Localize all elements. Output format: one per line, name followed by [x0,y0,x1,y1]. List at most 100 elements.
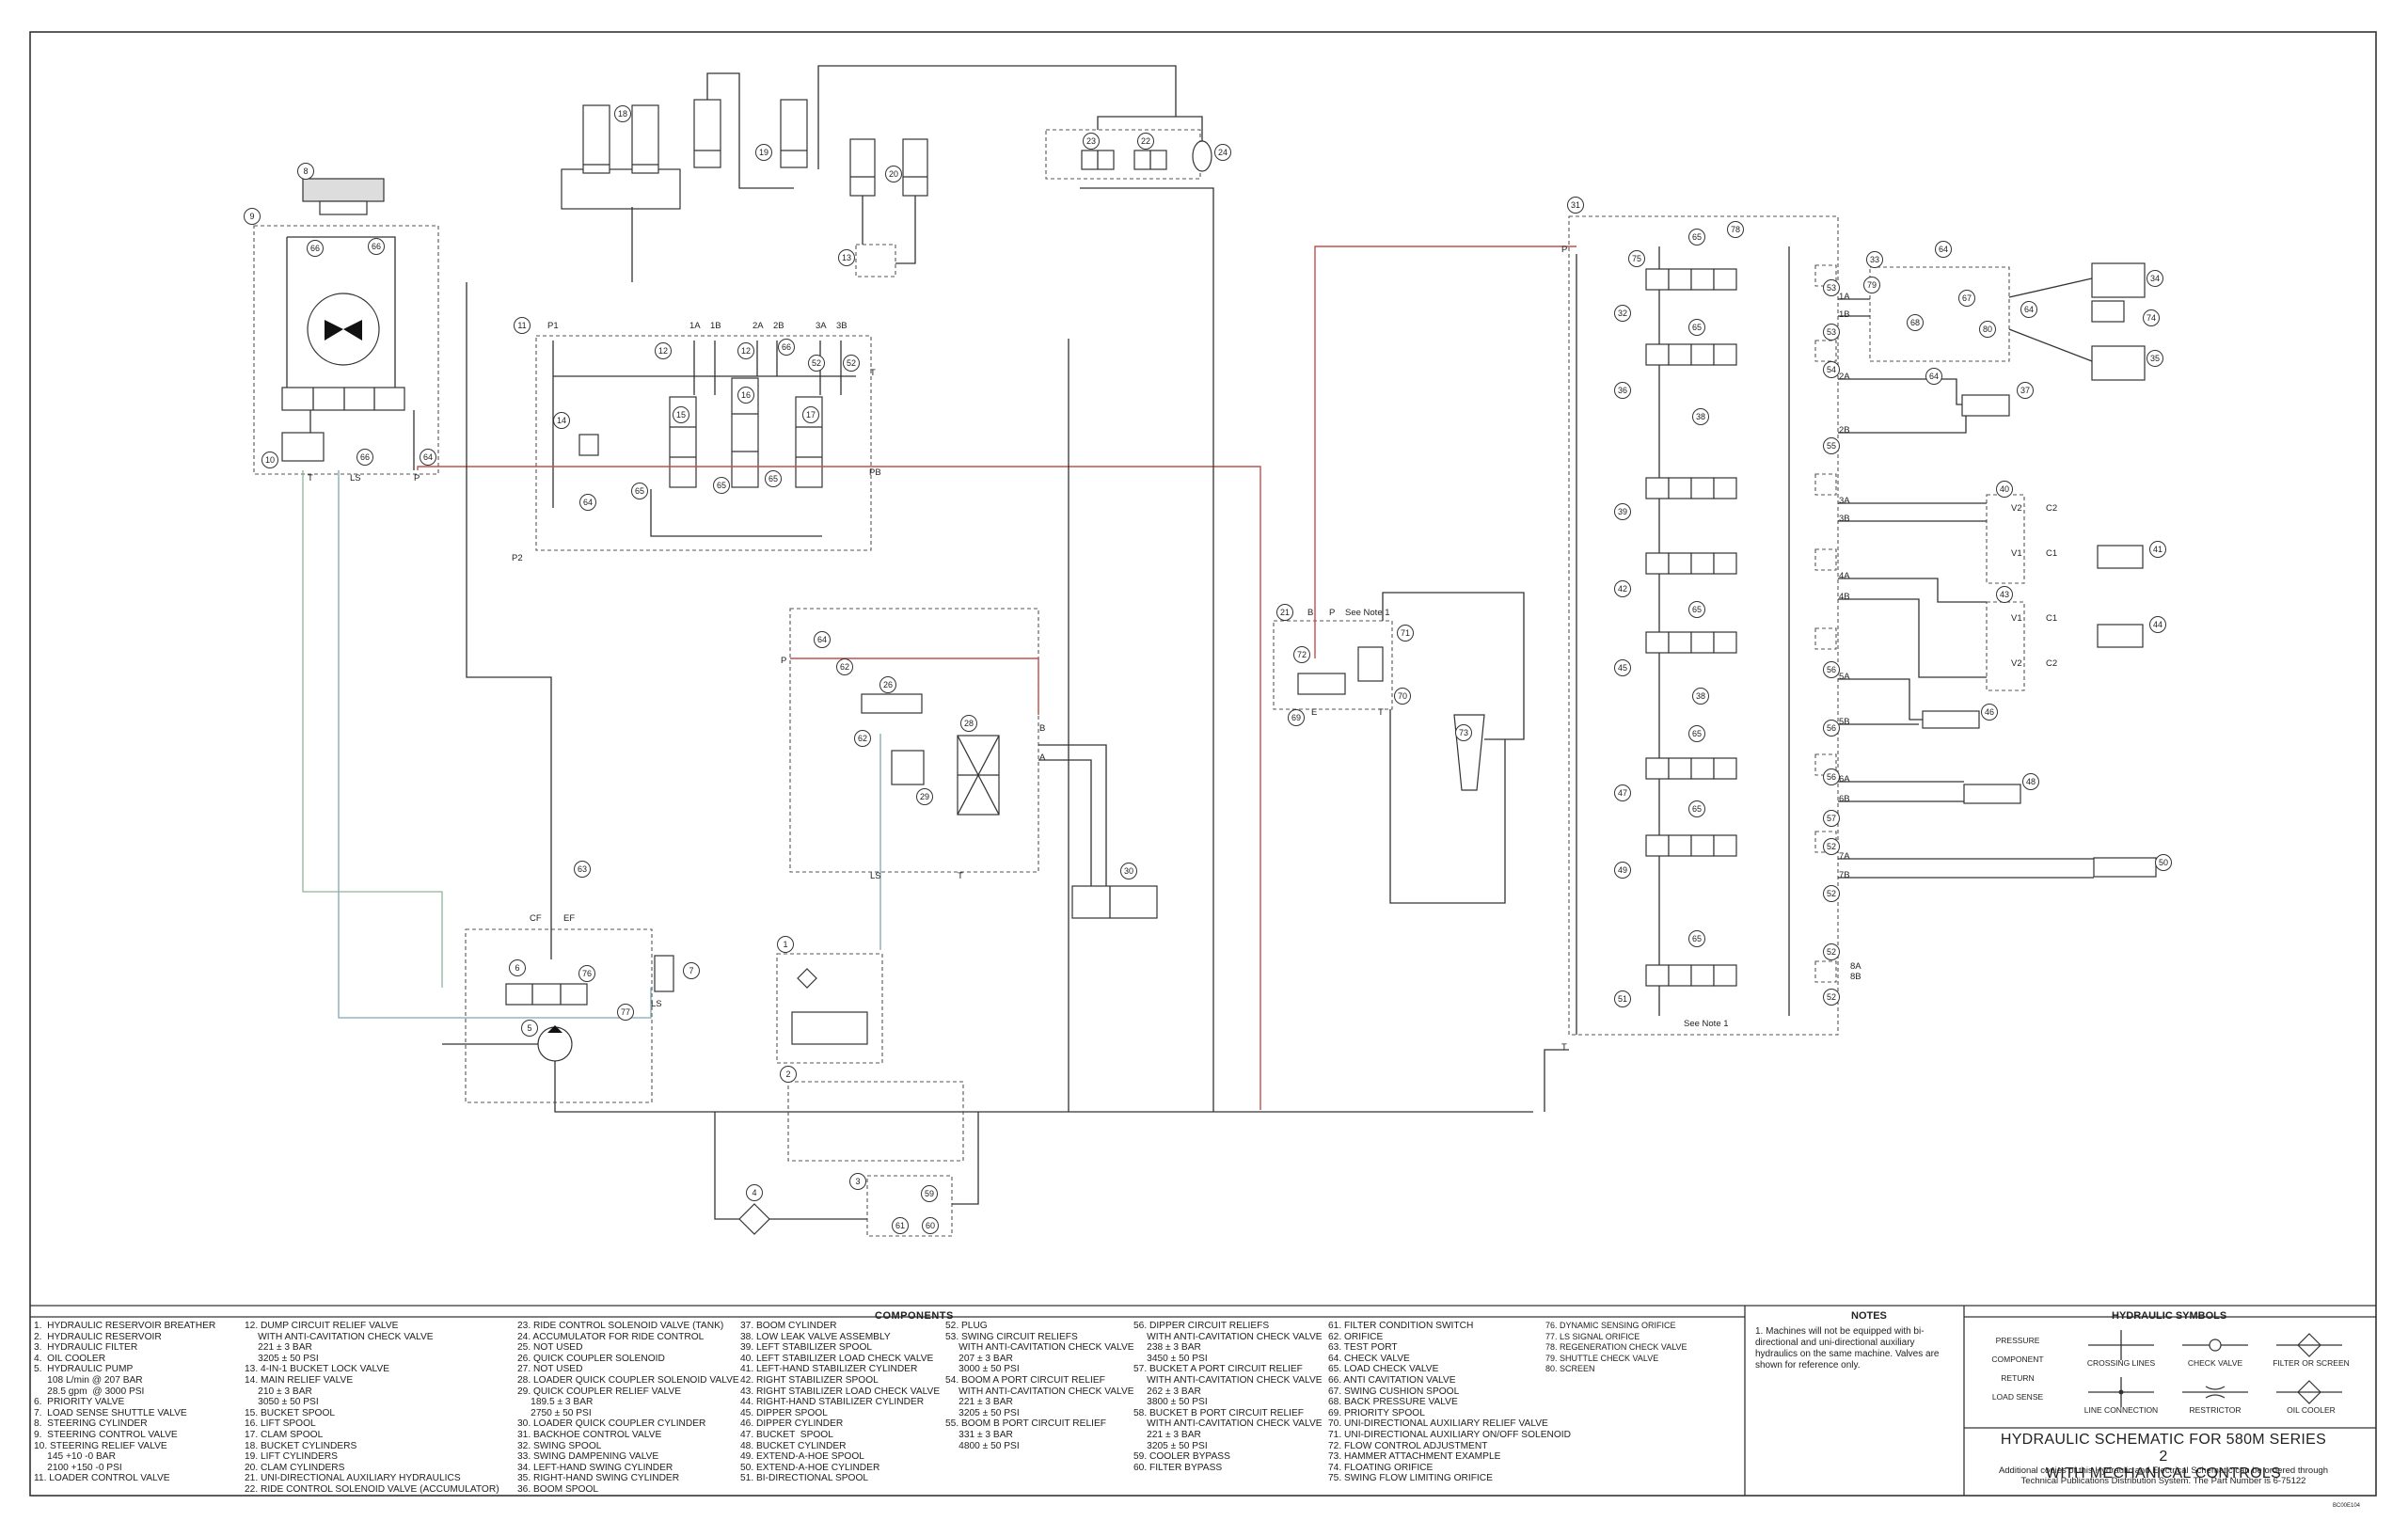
callout-number: 48 [2026,777,2036,786]
port-label: V1 [2011,548,2022,559]
callout-46: 46 [1981,704,1998,721]
backhoe-spool [1645,627,1837,654]
component-entry: WITH ANTI-CAVITATION CHECK VALVE [945,1386,1134,1397]
callout-79: 79 [1863,277,1880,293]
callout-65: 65 [1688,725,1705,742]
component-entry: WITH ANTI-CAVITATION CHECK VALVE [1133,1418,1323,1430]
callout-37: 37 [2017,382,2034,399]
callout-number: 8 [303,166,308,176]
callout-number: 78 [1731,225,1740,234]
callout-1: 1 [777,936,794,953]
component-entry: 28.5 gpm @ 3000 PSI [34,1386,145,1397]
callout-20: 20 [885,166,902,182]
component-entry: 29. QUICK COUPLER RELIEF VALVE [517,1386,681,1397]
backhoe-spool [1645,831,1837,857]
callout-number: 52 [1827,947,1836,957]
callout-number: 65 [635,486,644,496]
callout-number: 79 [1867,280,1877,290]
port-label: 1A [689,321,701,331]
component-entry: WITH ANTI-CAVITATION CHECK VALVE [1133,1331,1323,1342]
callout-number: 66 [782,342,791,352]
callout-number: 64 [583,498,593,507]
callout-39: 39 [1614,503,1631,520]
legend-pressure: PRESSURE [1985,1336,2051,1345]
component-entry: 145 +10 -0 BAR [34,1451,116,1463]
callout-5: 5 [521,1020,538,1037]
legend-crossing-lines: CROSSING LINES [2086,1358,2156,1368]
component-entry: 21. UNI-DIRECTIONAL AUXILIARY HYDRAULICS [245,1473,461,1484]
callout-41: 41 [2149,541,2166,558]
callout-17: 17 [802,406,819,423]
callout-number: 70 [1398,691,1407,701]
port-label: P [414,473,420,483]
loader-control-valve-group [535,335,872,551]
callout-number: 69 [1291,713,1301,722]
component-entry: 60. FILTER BYPASS [1133,1462,1223,1473]
callout-number: 52 [1827,992,1836,1002]
callout-70: 70 [1394,688,1411,705]
callout-60: 60 [922,1217,939,1234]
quick-coupler-group [789,608,1158,919]
callout-number: 19 [759,148,768,157]
port-label: 4B [1839,592,1850,602]
callout-number: 62 [858,734,867,743]
component-entry: 221 ± 3 BAR [245,1342,312,1354]
backhoe-spool [1645,753,1837,780]
component-entry: WITH ANTI-CAVITATION CHECK VALVE [1133,1374,1323,1386]
component-entry: 3. HYDRAULIC FILTER [34,1342,138,1354]
callout-23: 23 [1083,133,1100,150]
callout-number: 53 [1827,327,1836,337]
port-label: 7B [1839,870,1850,880]
port-label: LS [350,473,361,483]
port-label: 8A [1850,961,1861,972]
callout-number: 37 [2020,386,2030,395]
component-entry: 37. BOOM CYLINDER [740,1321,837,1331]
callout-number: 76 [582,969,592,978]
port-label: P [1561,245,1567,255]
port-label: LS [870,871,881,881]
callout-50: 50 [2155,854,2172,871]
callout-75: 75 [1628,250,1645,267]
callout-57: 57 [1823,810,1840,827]
component-entry: 53. SWING CIRCUIT RELIEFS [945,1331,1078,1342]
callout-number: 46 [1985,707,1994,717]
component-entry: 38. LOW LEAK VALVE ASSEMBLY [740,1331,891,1342]
callout-62: 62 [836,658,853,675]
callout-45: 45 [1614,659,1631,676]
components-col-2: 12. DUMP CIRCUIT RELIEF VALVE WITH ANTI-… [245,1321,499,1496]
callout-number: 49 [1618,865,1627,875]
component-entry: 33. SWING DAMPENING VALVE [517,1451,659,1463]
component-entry: 10. STEERING RELIEF VALVE [34,1440,167,1451]
callout-54: 54 [1823,361,1840,378]
hydraulic-symbols-header: HYDRAULIC SYMBOLS [2112,1310,2227,1322]
callout-number: 29 [920,792,929,801]
callout-number: 38 [1696,412,1705,421]
callout-52: 52 [843,355,860,372]
callout-number: 65 [1692,323,1702,332]
callout-number: 52 [1827,842,1836,851]
callout-52: 52 [1823,885,1840,902]
component-entry: 28. LOADER QUICK COUPLER SOLENOID VALVE [517,1374,739,1386]
port-label: C1 [2046,548,2057,559]
backhoe-spool [1645,264,1837,291]
callout-65: 65 [1688,319,1705,336]
component-entry: 207 ± 3 BAR [945,1353,1013,1364]
component-entry: 2750 ± 50 PSI [517,1407,592,1418]
callout-number: 52 [1827,889,1836,898]
port-label: 1B [710,321,721,331]
component-entry: 44. RIGHT-HAND STABILIZER CYLINDER [740,1397,925,1408]
callout-number: 64 [817,635,827,644]
port-label: C2 [2046,658,2057,669]
callout-56: 56 [1823,661,1840,678]
port-label: V2 [2011,503,2022,514]
callout-64: 64 [420,449,436,466]
legend-load-sense: LOAD SENSE [1985,1392,2051,1402]
callout-47: 47 [1614,784,1631,801]
callout-13: 13 [838,249,855,266]
component-entry: 45. DIPPER SPOOL [740,1407,828,1418]
callout-number: 62 [840,662,849,672]
callout-number: 35 [2150,354,2160,363]
